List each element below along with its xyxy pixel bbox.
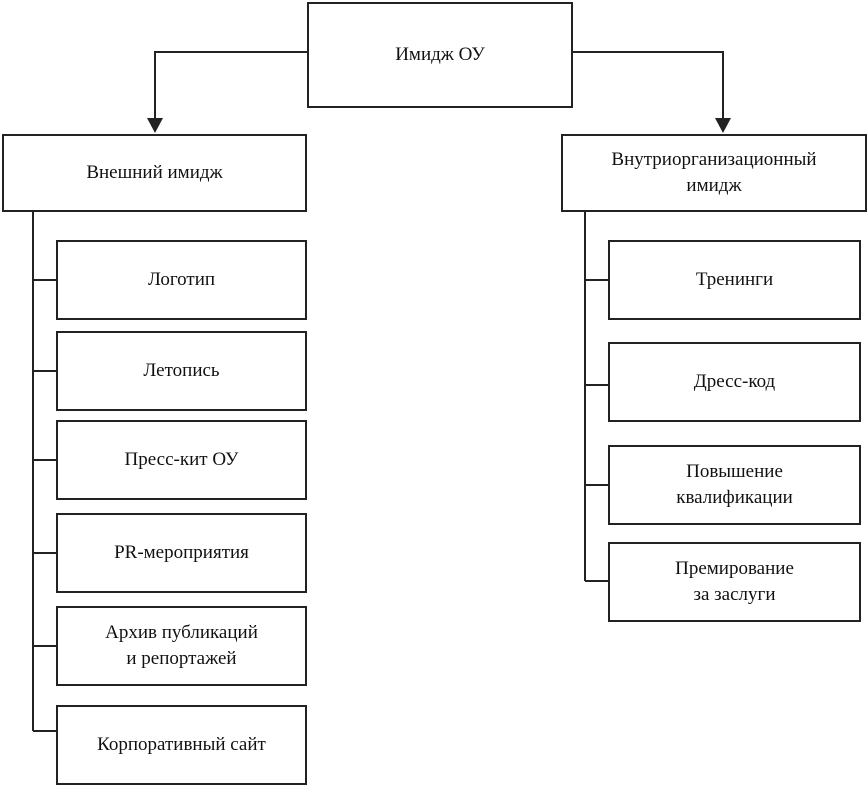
node-label: Имидж ОУ — [395, 44, 485, 66]
node-label: Внутриорганизационный имидж — [611, 149, 817, 196]
node-label: Премирование за заслуги — [675, 558, 794, 605]
node-corporate-site: Корпоративный сайт — [56, 705, 307, 785]
node-merit-bonus: Премирование за заслуги — [608, 542, 861, 622]
node-pr-events: PR-мероприятия — [56, 513, 307, 593]
node-press-kit: Пресс-кит ОУ — [56, 420, 307, 500]
node-external-image: Внешний имидж — [2, 134, 307, 212]
node-chronicle: Летопись — [56, 331, 307, 411]
node-label: Повышение квалификации — [676, 461, 793, 508]
node-qualification-upgrade: Повышение квалификации — [608, 445, 861, 525]
node-label: Пресс-кит ОУ — [124, 449, 239, 471]
arrowhead-right-icon — [715, 118, 731, 133]
node-internal-image: Внутриорганизационный имидж — [561, 134, 867, 212]
node-publications-archive: Архив публикаций и репортажей — [56, 606, 307, 686]
node-label: Архив публикаций и репортажей — [105, 622, 258, 669]
node-label: Логотип — [147, 269, 216, 291]
node-label: Тренинги — [695, 269, 774, 291]
node-label: Летопись — [143, 360, 220, 382]
node-logo: Логотип — [56, 240, 307, 320]
node-label: Дресс-код — [693, 371, 776, 393]
connector-root-to-right — [573, 51, 724, 121]
node-label: Корпоративный сайт — [97, 734, 266, 756]
connector-root-to-left — [154, 51, 307, 121]
node-label: PR-мероприятия — [114, 542, 249, 564]
node-dress-code: Дресс-код — [608, 342, 861, 422]
node-trainings: Тренинги — [608, 240, 861, 320]
node-label: Внешний имидж — [86, 162, 223, 184]
node-root-imidzh-ou: Имидж ОУ — [307, 2, 573, 108]
arrowhead-left-icon — [147, 118, 163, 133]
